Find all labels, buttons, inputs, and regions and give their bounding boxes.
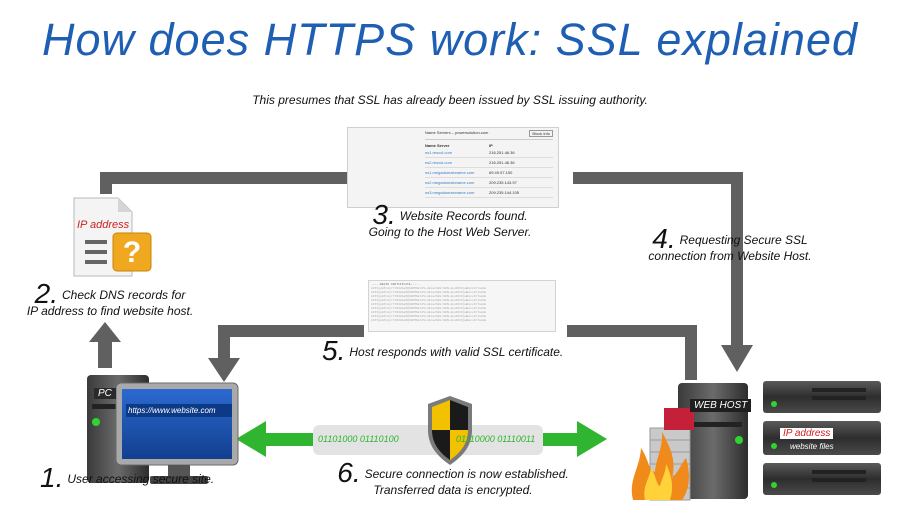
step-2: 2.Check DNS records for IP address to fi… [12,280,208,319]
dns-ip: 209.235.143.97 [489,180,517,185]
certificate-body: kF6TgxWfcdyrYJO3U1qDQhGPMNibI5+nElazAR2/… [371,287,553,323]
dns-row: ns1.rescol.com 216.251.46.36 [425,148,553,158]
certificate-line: kF6TgxWfcdyrYJO3U1qDQhGPMNibI5+nElazAR2/… [371,319,487,322]
document-icon: ? [73,197,152,277]
webhost-label: WEB HOST [690,399,752,412]
dns-ip: 216.251.46.36 [489,150,515,155]
certificate-line: kF6TgxWfcdyrYJO3U1qDQhGPMNibI5+nElazAR2/… [371,295,487,298]
dns-header: Name Servers – powersolution.com [425,130,489,135]
step-2-line2: IP address to find website host. [26,304,194,318]
connector-dns-to-records [100,172,358,194]
step-2-number: 2. [34,278,58,309]
step-6: 6.Secure connection is now established. … [328,459,578,498]
step-5: 5.Host responds with valid SSL certifica… [322,337,582,365]
step-3-line1: Website Records found. [399,209,528,223]
dns-name-server[interactable]: ns3.megadomainname.com [425,190,475,195]
certificate-header: -----BEGIN CERTIFICATE----- [371,283,420,286]
document-ip-label: IP address [77,219,130,231]
binary-left: 01101000 01110100 [318,434,399,444]
certificate-line: kF6TgxWfcdyrYJO3U1qDQhGPMNibI5+nElazAR2/… [371,303,487,306]
server-files-label: website files [790,442,834,451]
subtitle: This presumes that SSL has already been … [252,93,648,107]
step-4-line1: Requesting Secure SSL [679,233,808,247]
shield-icon [428,396,472,465]
browser-url[interactable]: https://www.website.com [126,404,232,417]
server-ip-label: IP address [780,428,834,439]
dns-name-server[interactable]: ns1.megadomainname.com [425,170,475,175]
step-1-number: 1. [40,462,64,493]
dns-name-server[interactable]: ns2.rescol.com [425,160,452,165]
step-1-text: User accessing secure site. [67,472,215,486]
certificate-line: kF6TgxWfcdyrYJO3U1qDQhGPMNibI5+nElazAR2/… [371,311,487,314]
arrow-records-to-host [573,172,753,372]
arrow-pc-to-dns [89,322,121,368]
step-6-line1: Secure connection is now established. [364,467,569,481]
dns-name-server[interactable]: ns2.megadomainname.com [425,180,475,185]
step-2-line1: Check DNS records for [61,288,186,302]
dns-ip: 216.251.46.36 [489,160,515,165]
dns-row: ns2.megadomainname.com 209.235.143.97 [425,178,553,188]
dns-row: ns2.rescol.com 216.251.46.36 [425,158,553,168]
step-3-number: 3. [372,199,396,230]
step-1: 1.User accessing secure site. [40,464,240,492]
step-3-line2: Going to the Host Web Server. [368,225,532,239]
step-3: 3.Website Records found. Going to the Ho… [355,201,545,240]
dns-ip: 209.235.144.105 [489,190,520,195]
certificate-line: kF6TgxWfcdyrYJO3U1qDQhGPMNibI5+nElazAR2/… [371,315,487,318]
dns-col-name-server: Name Server [425,143,450,148]
pc-label: PC [94,388,116,399]
step-6-number: 6. [337,457,361,488]
page-title: How does HTTPS work: SSL explained [41,14,859,65]
certificate-line: kF6TgxWfcdyrYJO3U1qDQhGPMNibI5+nElazAR2/… [371,307,487,310]
certificate-line: kF6TgxWfcdyrYJO3U1qDQhGPMNibI5+nElazAR2/… [371,299,487,302]
step-4-number: 4. [652,223,676,254]
webhost-tower [678,383,748,499]
block-info-button[interactable]: Block Info [529,130,553,137]
step-5-number: 5. [322,335,346,366]
ssl-certificate-panel: -----BEGIN CERTIFICATE----- kF6TgxWfcdyr… [368,280,556,332]
step-6-line2: Transferred data is encrypted. [373,483,533,497]
svg-text:?: ? [123,236,141,269]
secure-data-arrow [236,421,607,457]
certificate-line: kF6TgxWfcdyrYJO3U1qDQhGPMNibI5+nElazAR2/… [371,291,487,294]
step-4: 4.Requesting Secure SSL connection from … [632,225,828,264]
step-5-text: Host responds with valid SSL certificate… [349,345,564,359]
server-stack [763,381,881,495]
dns-row: ns3.megadomainname.com 209.235.144.105 [425,188,553,198]
step-4-line2: connection from Website Host. [648,249,812,263]
dns-row: ns1.megadomainname.com 69.49.57.150 [425,168,553,178]
firewall-icon [631,408,694,501]
dns-col-ip: IP [489,143,493,148]
arrow-host-to-pc [208,325,697,382]
pc-monitor [115,382,239,484]
dns-table: Name Servers – powersolution.com Block I… [425,130,553,198]
dns-name-server[interactable]: ns1.rescol.com [425,150,452,155]
certificate-line: kF6TgxWfcdyrYJO3U1qDQhGPMNibI5+nElazAR2/… [371,287,487,290]
binary-right: 01110000 01110011 [456,434,536,444]
dns-ip: 69.49.57.150 [489,170,513,175]
